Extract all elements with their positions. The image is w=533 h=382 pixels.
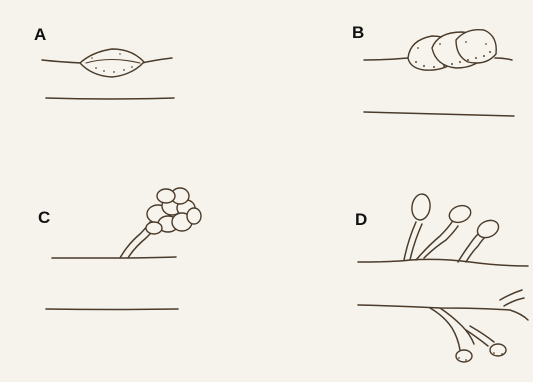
panel-d-root-fork-upper (500, 290, 522, 300)
panel-d-root-fork-lower (504, 298, 524, 306)
panel-d-vesicle-1 (410, 193, 431, 221)
panel-c-cluster (146, 188, 201, 234)
panel-a-lower-line (46, 98, 174, 99)
panel-d-stalk-2b (424, 226, 458, 258)
panel-a-drawing (42, 49, 174, 99)
panel-d-stalk-2 (416, 222, 452, 260)
panel-d-vesicle-3 (475, 217, 502, 241)
panel-a-vesicle (80, 49, 144, 77)
panel-c-upper-hypha (52, 257, 176, 258)
panel-d-stalk-1 (404, 222, 416, 260)
panel-d-upper-hypha (358, 259, 528, 266)
panel-b-drawing (364, 30, 514, 116)
panel-d-stalk-3b (466, 236, 486, 262)
panel-d-descending-branch-outer (430, 308, 460, 350)
panel-a-upper-hypha-right (142, 58, 172, 63)
panel-d-drawing (358, 193, 528, 362)
panel-d-terminal-vesicle-1 (456, 350, 472, 362)
panel-d-terminal-vesicle-2 (490, 344, 506, 356)
panel-c-drawing (46, 188, 201, 310)
panel-c-lower-line (46, 309, 178, 310)
panel-d-vesicle-2 (447, 203, 473, 226)
panel-d-descending-branch-2b (470, 326, 494, 342)
panel-b-lower-line (364, 112, 514, 116)
panel-a-upper-hypha-left (42, 60, 82, 63)
panel-d-descending-branch-2 (466, 330, 488, 346)
